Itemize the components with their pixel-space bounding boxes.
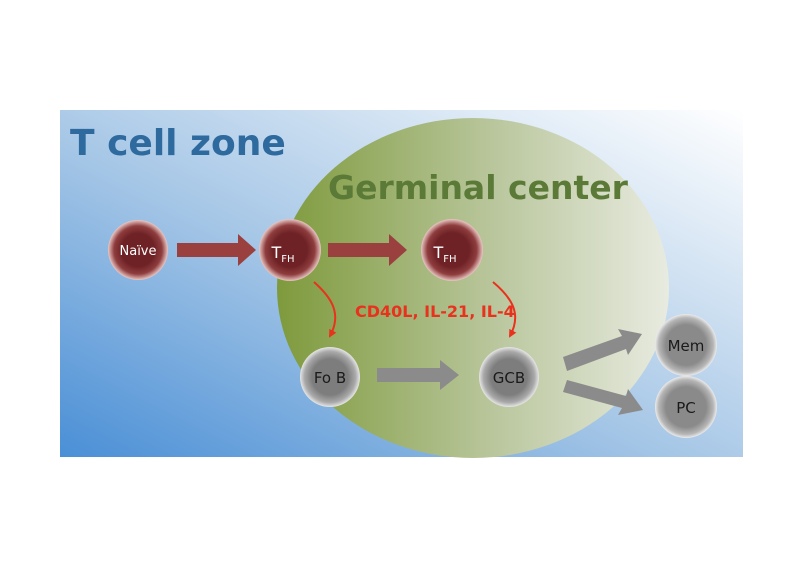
signals-label: CD40L, IL-21, IL-4 bbox=[355, 302, 515, 321]
cell-tfh-2-label: T bbox=[432, 243, 443, 262]
arrow-gcb-to-pc bbox=[563, 380, 643, 415]
cell-gcb-label: GCB bbox=[493, 369, 525, 387]
cell-tfh-1-label: T bbox=[270, 243, 281, 262]
cell-mem: Mem bbox=[655, 314, 717, 376]
cell-pc-label: PC bbox=[676, 399, 696, 417]
arrow-naive-to-tfh bbox=[177, 234, 256, 266]
arrow-tfh-to-tfh bbox=[328, 234, 407, 266]
arrow-gcb-to-mem bbox=[563, 329, 642, 371]
t-cell-zone-label: T cell zone bbox=[70, 123, 286, 164]
cell-tfh-1: TFH bbox=[259, 219, 321, 281]
signal-arrow-tfh1-to-fob bbox=[313, 281, 337, 338]
cell-naive-label: Naïve bbox=[120, 244, 157, 259]
signal-arrow-tfh2-to-gcb bbox=[492, 281, 517, 338]
cell-gcb: GCB bbox=[479, 347, 539, 407]
arrow-fob-to-gcb bbox=[377, 360, 459, 390]
cell-fo-b: Fo B bbox=[300, 347, 360, 407]
cell-tfh-2: TFH bbox=[421, 219, 483, 281]
cell-tfh-1-subscript: FH bbox=[281, 254, 294, 265]
germinal-center-region bbox=[277, 118, 669, 458]
germinal-center-label: Germinal center bbox=[328, 168, 629, 207]
cell-fo-b-label: Fo B bbox=[314, 369, 346, 387]
cell-pc: PC bbox=[655, 376, 717, 438]
cell-tfh-2-subscript: FH bbox=[443, 254, 456, 265]
svg-text:TFH: TFH bbox=[432, 243, 456, 265]
svg-text:TFH: TFH bbox=[270, 243, 294, 265]
cell-mem-label: Mem bbox=[668, 337, 705, 355]
cell-naive: Naïve bbox=[108, 220, 168, 280]
